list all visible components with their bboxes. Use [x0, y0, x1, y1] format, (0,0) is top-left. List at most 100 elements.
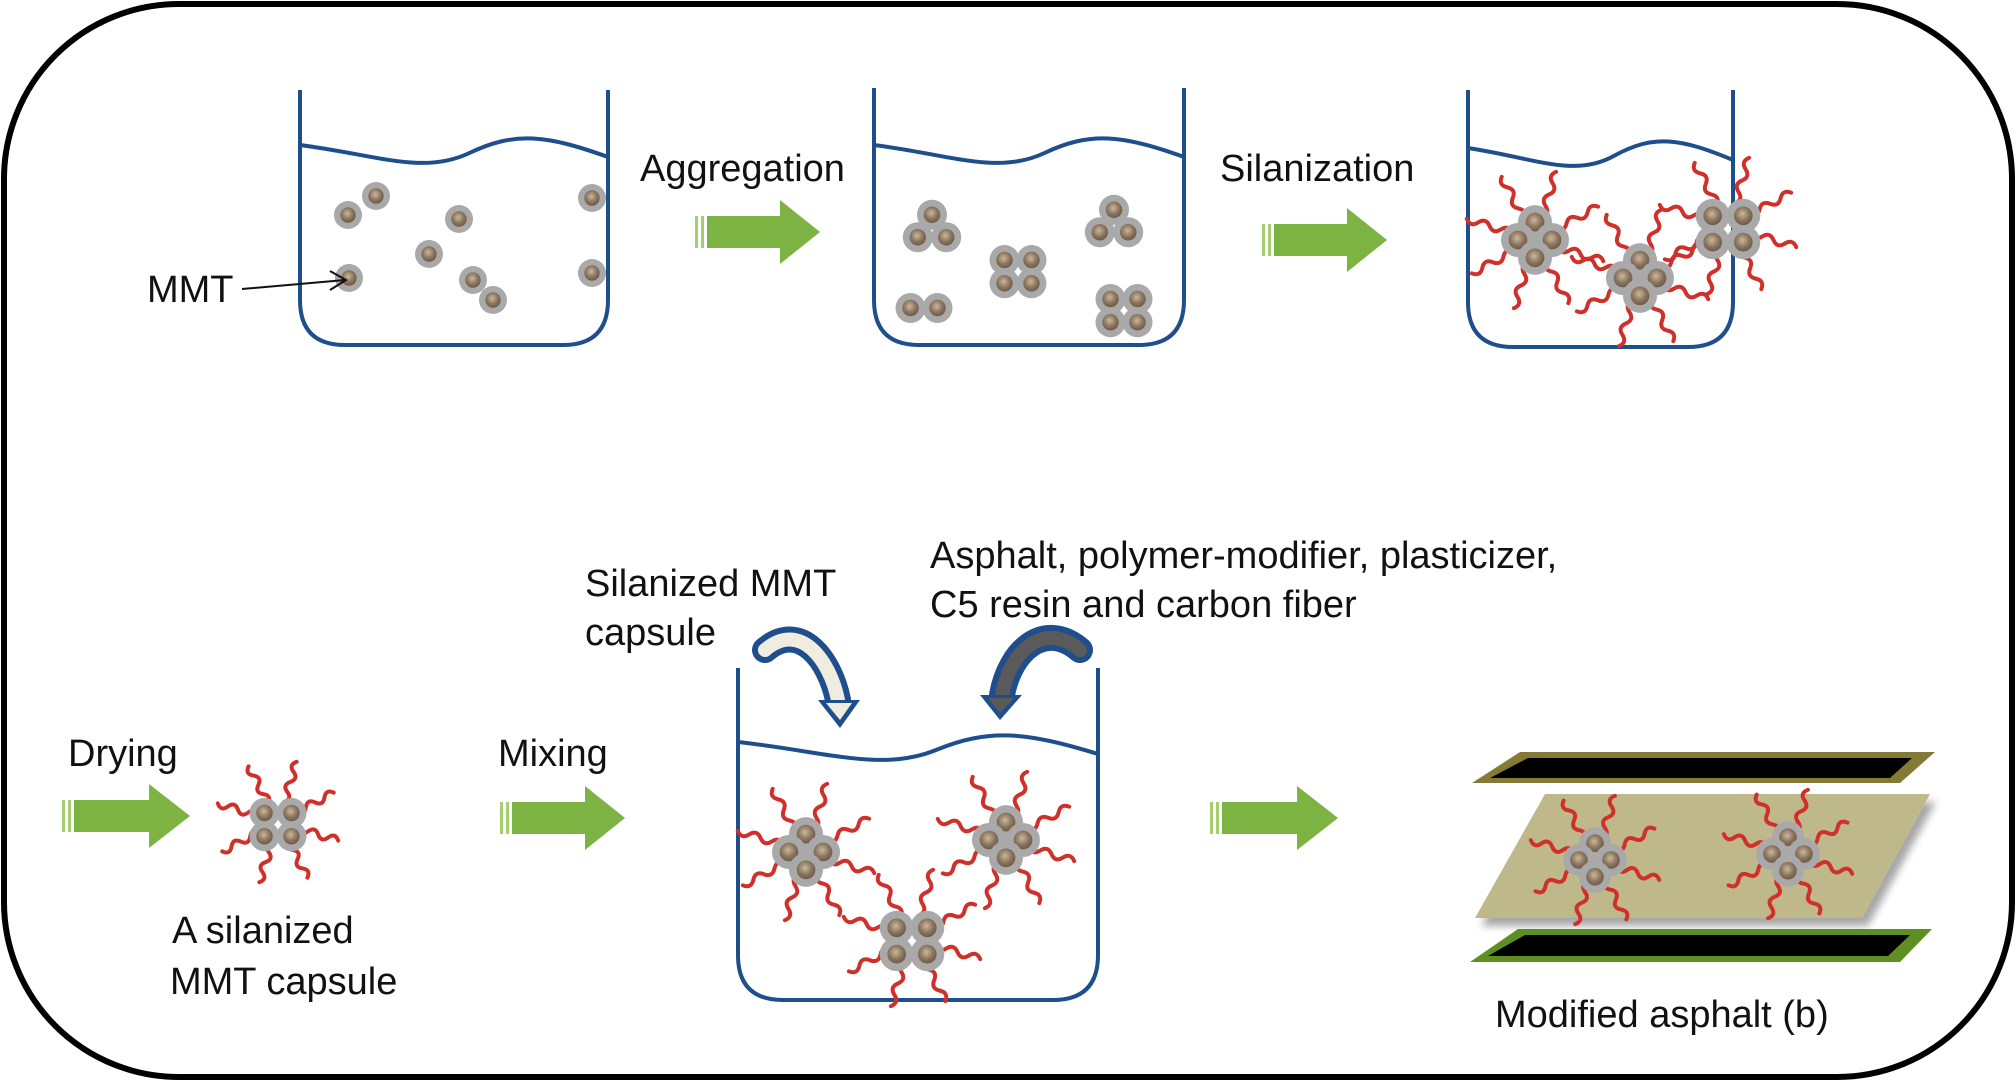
mmt-particle: [922, 293, 953, 323]
mmt-cluster: [935, 769, 1077, 911]
mmt-particle: [1695, 225, 1730, 260]
silane-chain: [1560, 798, 1588, 843]
mmt-particle: [1084, 217, 1115, 248]
silane-chain: [1014, 859, 1043, 906]
silane-chain: [282, 759, 299, 804]
label-capsule-line2: MMT capsule: [170, 961, 397, 1003]
silane-chain: [982, 860, 1001, 911]
mmt-cluster: [1657, 155, 1799, 297]
mmt-cluster: [1721, 787, 1855, 921]
silane-chain: [1691, 160, 1720, 207]
silane-chain: [1807, 858, 1855, 876]
mmt-particle: [1122, 307, 1153, 338]
silane-chain: [1805, 819, 1850, 847]
label-additives-line1: Asphalt, polymer-modifier, plasticizer,: [930, 535, 1557, 577]
silane-chain: [245, 764, 272, 806]
silane-chain: [969, 774, 998, 821]
silane-chain: [1464, 216, 1515, 235]
mmt-particle: [989, 840, 1023, 875]
mmt-particle: [1016, 268, 1047, 299]
silane-chain: [1011, 769, 1030, 820]
silane-chain: [825, 815, 872, 844]
beaker-outline: [298, 90, 610, 347]
silane-chain: [1602, 877, 1630, 922]
silane-chain: [935, 816, 986, 835]
label-silanized-capsule-line2: capsule: [585, 612, 716, 654]
mmt-particle: [910, 937, 945, 972]
mmt-particle: [276, 798, 307, 828]
liquid-surface: [737, 733, 1099, 762]
silane-chain: [1645, 207, 1664, 258]
mmt-particle: [917, 199, 947, 230]
silane-chain: [1555, 245, 1606, 264]
silane-chain: [1795, 871, 1823, 916]
mmt-particle: [334, 201, 362, 229]
mmt-particle: [335, 264, 363, 292]
silane-chain: [1025, 803, 1072, 832]
label-modified-asphalt: Modified asphalt (b): [1495, 994, 1829, 1036]
beaker-silanized: [1466, 90, 1735, 349]
silane-chain: [1543, 259, 1572, 306]
silane-chain: [1528, 838, 1576, 856]
mmt-particle: [879, 910, 914, 945]
mmt-particle: [989, 268, 1020, 299]
curved-arrow-additives-icon: [980, 625, 1093, 720]
silane-chain: [1726, 861, 1771, 889]
silane-chain: [917, 867, 936, 918]
beaker-outline: [736, 668, 1100, 1002]
mmt-particle: [789, 852, 823, 887]
silane-chain: [1540, 169, 1559, 220]
silane-chain: [814, 871, 843, 918]
silane-chain: [1554, 203, 1601, 232]
mmt-cluster: [895, 293, 953, 323]
mmt-particle: [249, 798, 280, 828]
silane-chain: [1614, 864, 1662, 882]
silane-chain: [1721, 832, 1769, 850]
silane-chain: [1469, 248, 1516, 277]
mmt-particle: [578, 259, 606, 287]
liquid-surface: [299, 136, 609, 165]
mmt-cluster: [1464, 169, 1606, 311]
silane-chain: [940, 848, 987, 877]
silane-chain: [1766, 873, 1784, 921]
silane-chain: [1733, 155, 1752, 206]
silane-chain: [1648, 297, 1677, 344]
mmt-particle: [276, 821, 307, 852]
liquid-surface: [1467, 139, 1734, 168]
silane-chain: [740, 860, 787, 889]
modified-asphalt-illustration: [1470, 752, 1935, 962]
silane-chain: [769, 786, 798, 833]
asphalt-layer: [1475, 794, 1930, 918]
mmt-particle: [362, 182, 390, 210]
mmt-particle: [895, 293, 926, 323]
beaker-outline: [872, 88, 1186, 347]
mmt-particle: [479, 286, 507, 314]
mmt-cluster: [1528, 793, 1662, 927]
liquid-surface: [873, 136, 1185, 165]
silane-chain: [875, 872, 904, 919]
mmt-particle: [902, 222, 933, 253]
mmt-particle: [989, 245, 1020, 275]
mmt-cluster: [841, 867, 983, 1009]
silane-chain: [1616, 298, 1635, 349]
mmt-particle: [910, 910, 945, 945]
mmt-particle: [1726, 198, 1761, 233]
mmt-particle: [459, 266, 487, 294]
mmt-particle: [1623, 278, 1657, 313]
silane-chain: [1026, 845, 1077, 864]
mmt-cluster: [902, 199, 962, 253]
mmt-particle: [879, 937, 914, 972]
silane-chain: [1498, 174, 1527, 221]
label-drying: Drying: [68, 733, 178, 775]
beaker-dispersed: [298, 90, 610, 347]
drying-arrow-icon: [62, 784, 190, 848]
silane-chain: [1569, 254, 1620, 273]
silanization-arrow-icon: [1262, 208, 1387, 272]
mmt-pointer-arrow-icon: [241, 270, 348, 291]
silane-chain: [1599, 793, 1617, 841]
silane-chain: [1574, 286, 1621, 315]
label-aggregation: Aggregation: [640, 148, 845, 190]
mmt-particle: [1016, 245, 1047, 275]
mmt-cluster: [1084, 194, 1144, 248]
